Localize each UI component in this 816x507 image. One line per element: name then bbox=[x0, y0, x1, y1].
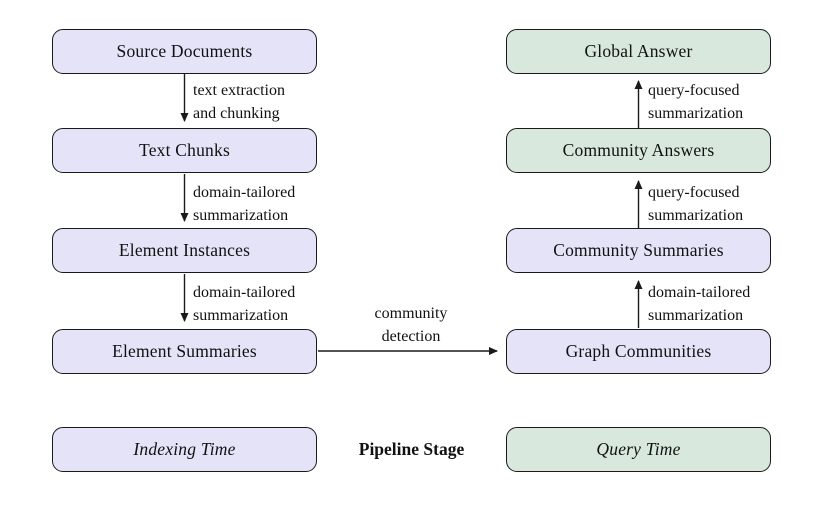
legend-pipeline-stage: Pipeline Stage bbox=[358, 439, 465, 459]
node-source-documents: Source Documents bbox=[52, 29, 317, 74]
edge-label-line: query-focused bbox=[648, 82, 740, 99]
node-element-summaries: Element Summaries bbox=[52, 329, 317, 374]
node-element-instances: Element Instances bbox=[52, 228, 317, 273]
edge-label-line: text extraction bbox=[193, 82, 285, 99]
node-community-summaries: Community Summaries bbox=[506, 228, 771, 273]
edge-label-line: query-focused bbox=[648, 184, 740, 201]
edge-label-line: summarization bbox=[648, 207, 744, 224]
edge-label-community-detection: community detection bbox=[330, 302, 492, 348]
edge-label-line: summarization bbox=[193, 307, 289, 324]
edge-label-line: domain-tailored bbox=[193, 284, 296, 301]
node-global-answer: Global Answer bbox=[506, 29, 771, 74]
edge-label-domain-summarization-2: domain-tailored summarization bbox=[193, 281, 295, 327]
edge-label-line: detection bbox=[381, 328, 441, 345]
edge-label-line: community bbox=[374, 305, 448, 322]
edge-label-line: domain-tailored bbox=[193, 184, 296, 201]
edge-label-line: summarization bbox=[648, 307, 744, 324]
edge-label-line: and chunking bbox=[193, 105, 280, 122]
legend-indexing-time: Indexing Time bbox=[52, 427, 317, 472]
edge-label-query-summarization-2: query-focused summarization bbox=[648, 79, 743, 125]
legend-query-time: Query Time bbox=[506, 427, 771, 472]
node-graph-communities: Graph Communities bbox=[506, 329, 771, 374]
edge-label-line: domain-tailored bbox=[648, 284, 751, 301]
edge-label-line: summarization bbox=[648, 105, 744, 122]
edge-label-domain-summarization-1: domain-tailored summarization bbox=[193, 181, 295, 227]
node-text-chunks: Text Chunks bbox=[52, 128, 317, 173]
edge-label-query-summarization-1: query-focused summarization bbox=[648, 181, 743, 227]
node-community-answers: Community Answers bbox=[506, 128, 771, 173]
edge-label-text-extraction: text extraction and chunking bbox=[193, 79, 285, 125]
edge-label-domain-summarization-3: domain-tailored summarization bbox=[648, 281, 750, 327]
edge-label-line: summarization bbox=[193, 207, 289, 224]
